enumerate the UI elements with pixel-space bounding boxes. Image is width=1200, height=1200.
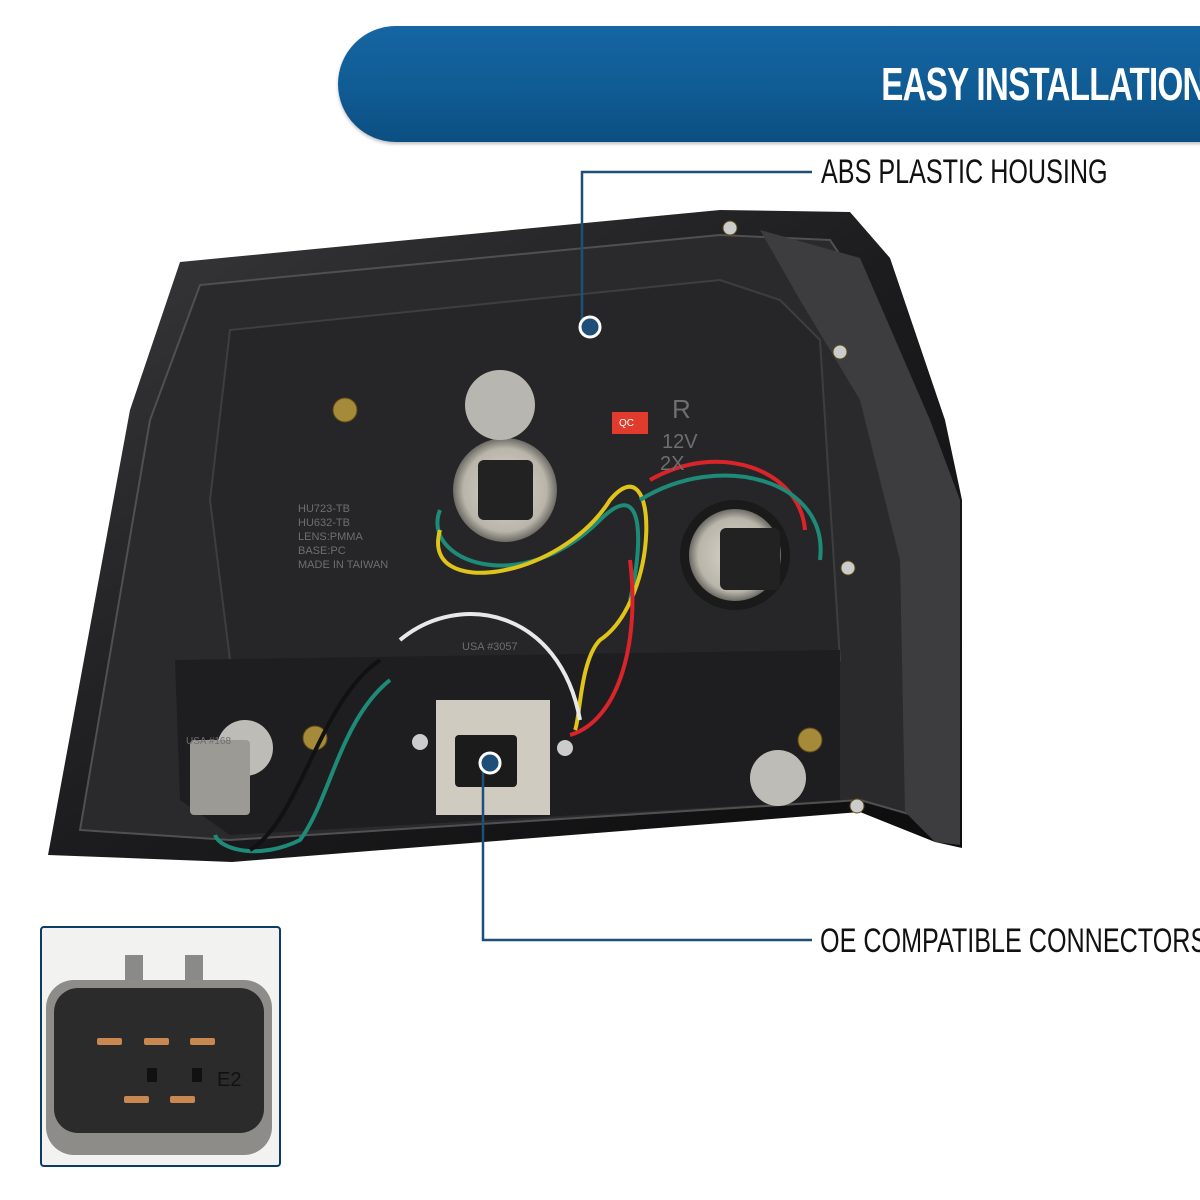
screws <box>302 220 865 814</box>
voltage-mark: 12V <box>662 431 698 453</box>
svg-text:USA #3057: USA #3057 <box>462 641 518 653</box>
side-mark: R <box>672 394 691 424</box>
svg-text:HU723-TB: HU723-TB <box>298 503 350 515</box>
callout-abs-plastic-housing: ABS PLASTIC HOUSING <box>821 153 1108 191</box>
housing-markings: QC R 12V 2X HU723-TB HU632-TB LENS:PMMA … <box>186 394 698 747</box>
header-banner: EASY INSTALLATION <box>338 26 1200 142</box>
banner-title: EASY INSTALLATION <box>881 58 1200 110</box>
callout-line-housing <box>580 170 812 320</box>
svg-text:BASE:PC: BASE:PC <box>298 545 346 557</box>
connector-closeup-inset: E2 <box>40 926 281 1167</box>
svg-text:HU632-TB: HU632-TB <box>298 517 350 529</box>
svg-text:LENS:PMMA: LENS:PMMA <box>298 531 363 543</box>
callout-oe-compatible-connectors: OE COMPATIBLE CONNECTORS <box>820 922 1200 960</box>
qc-label: QC <box>619 418 634 429</box>
svg-text:MADE IN TAIWAN: MADE IN TAIWAN <box>298 559 388 571</box>
connector-e2-mark: E2 <box>217 1069 241 1091</box>
bulb-sockets <box>190 370 806 815</box>
callout-dots <box>478 315 602 775</box>
spec-mark: 2X <box>660 453 684 475</box>
wiring <box>213 459 823 854</box>
svg-text:USA #168: USA #168 <box>186 736 231 747</box>
